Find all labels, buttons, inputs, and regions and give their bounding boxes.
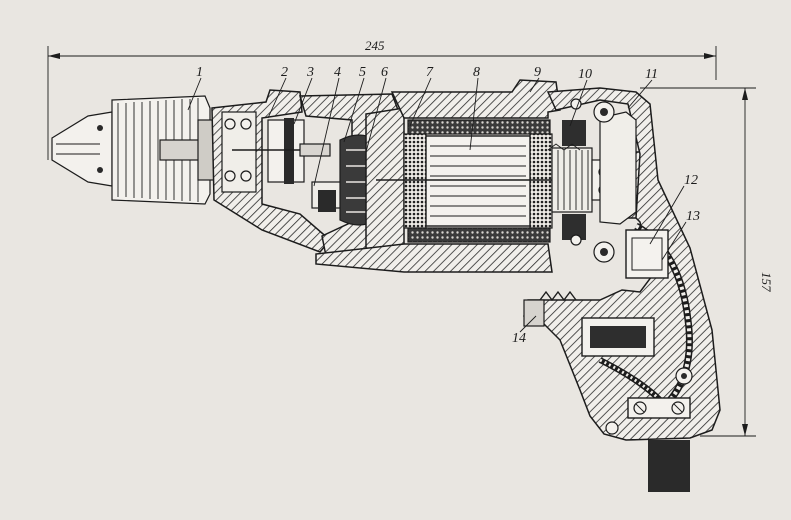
leader-lines — [187, 77, 687, 333]
part-labels: 1 2 3 4 5 6 7 8 9 10 11 12 13 14 — [196, 65, 700, 346]
length-dimension: 2 4 5 — [47, 38, 717, 160]
part-label-8: 8 — [473, 65, 480, 80]
gear-housing — [211, 89, 332, 253]
height-dimension-label: 157 — [759, 272, 774, 292]
part-label-10: 10 — [578, 67, 592, 82]
part-label-1: 1 — [196, 65, 203, 80]
part-label-9: 9 — [534, 65, 541, 80]
part-label-13: 13 — [686, 209, 700, 224]
length-dimension-label: 245 — [365, 38, 385, 53]
part-label-5: 5 — [359, 65, 366, 80]
part-label-11: 11 — [645, 67, 658, 82]
armature — [376, 135, 620, 227]
height-dimension: 157 — [640, 87, 774, 437]
part-label-14: 14 — [512, 331, 526, 346]
part-label-4: 4 — [334, 65, 341, 80]
part-label-12: 12 — [684, 173, 698, 188]
drill-chuck — [51, 95, 215, 205]
part-label-6: 6 — [381, 65, 388, 80]
part-label-3: 3 — [306, 65, 314, 80]
rear-housing-handle — [523, 87, 721, 492]
part-label-7: 7 — [426, 65, 434, 80]
part-label-2: 2 — [281, 65, 288, 80]
